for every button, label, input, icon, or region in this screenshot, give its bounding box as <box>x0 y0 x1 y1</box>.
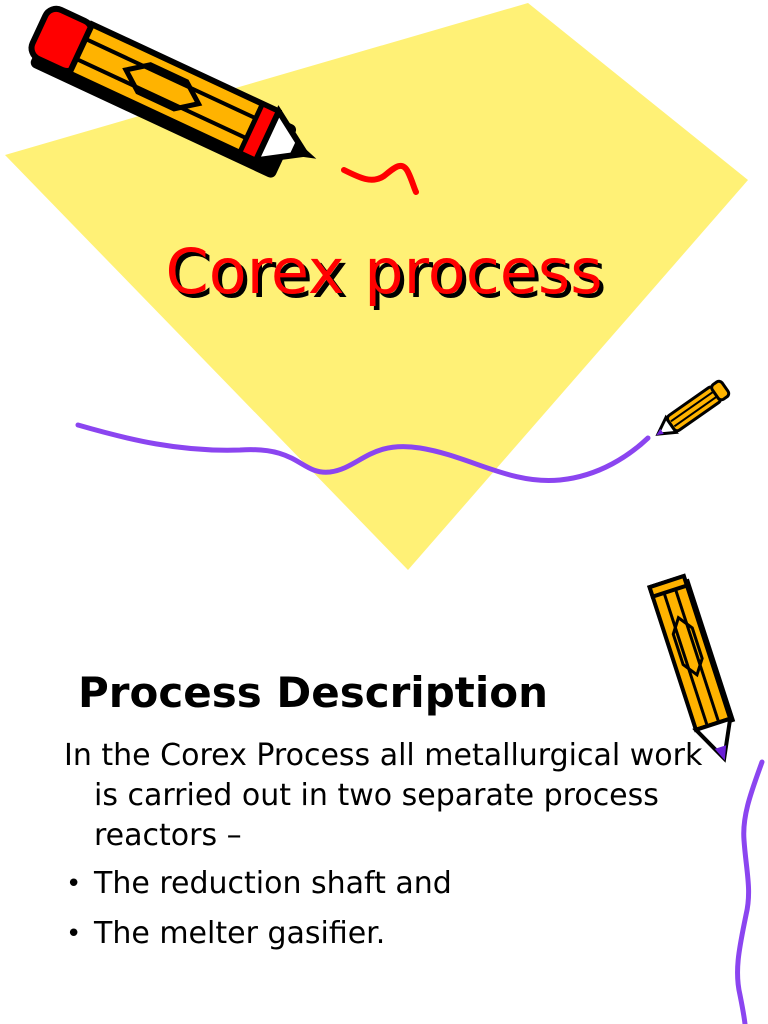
list-item: • The reduction shaft and <box>64 864 714 904</box>
bullet-text: The melter gasifier. <box>94 916 386 951</box>
slide-title: Corex process <box>165 235 603 308</box>
bullet-icon: • <box>66 869 82 899</box>
diamond-polygon <box>5 3 748 570</box>
bullet-text: The reduction shaft and <box>94 866 452 901</box>
bullet-icon: • <box>66 919 82 949</box>
intro-paragraph: In the Corex Process all metallurgical w… <box>64 738 703 853</box>
section-heading: Process Description <box>78 668 548 717</box>
list-item: • The melter gasifier. <box>64 914 714 954</box>
bullet-list: • The reduction shaft and • The melter g… <box>64 864 714 954</box>
body-text: In the Corex Process all metallurgical w… <box>64 736 714 964</box>
